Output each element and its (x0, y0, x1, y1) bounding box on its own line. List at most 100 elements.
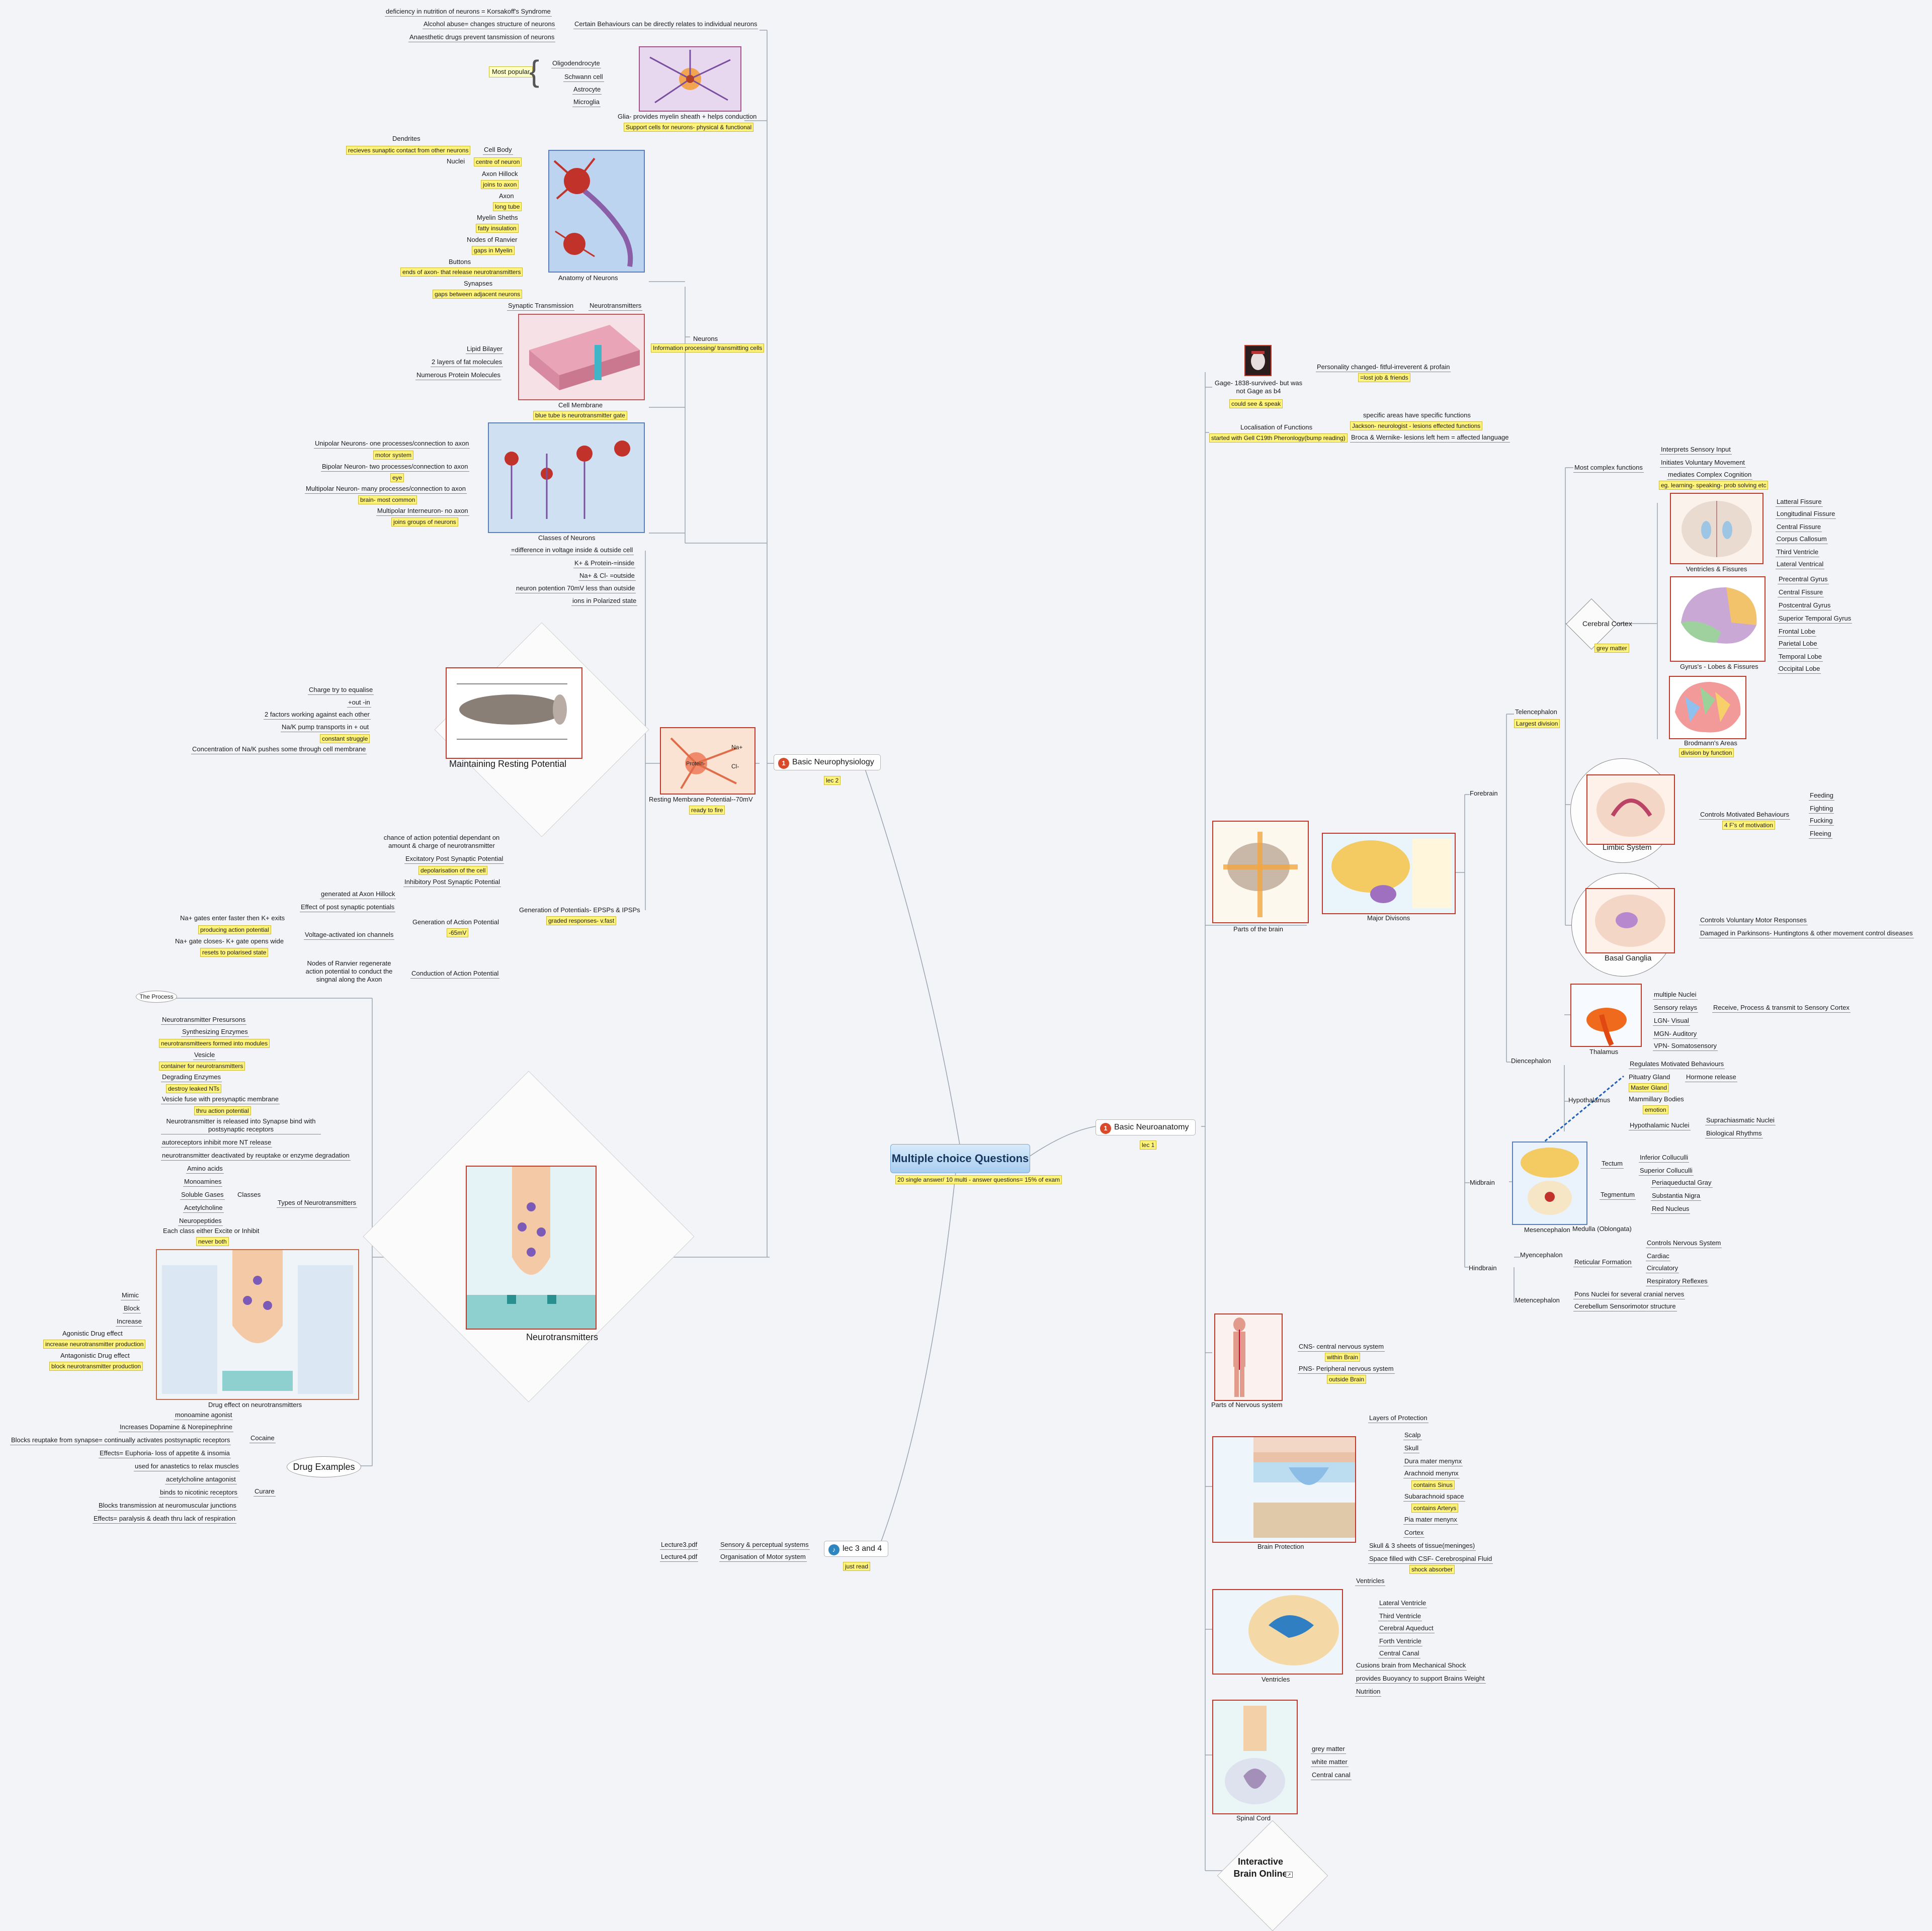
node[interactable]: monoamine agonist (174, 1411, 233, 1420)
node[interactable]: Temporal Lobe (1778, 653, 1823, 662)
node[interactable]: Medulla (Oblongata) (1572, 1225, 1632, 1233)
node[interactable]: Central Canal (1378, 1649, 1420, 1658)
node[interactable]: Circulatory (1646, 1264, 1679, 1273)
node[interactable]: used for anastetics to relax muscles (134, 1462, 240, 1471)
node[interactable]: autoreceptors inhibit more NT release (161, 1138, 273, 1148)
node[interactable]: Effects= paralysis & death thru lack of … (93, 1515, 236, 1524)
node[interactable]: Glia- provides myelin sheath + helps con… (618, 113, 757, 120)
node[interactable]: Hindbrain (1469, 1264, 1497, 1272)
node[interactable]: Damaged in Parkinsons- Huntingtons & oth… (1699, 929, 1914, 938)
node[interactable]: Dendrites (392, 135, 421, 142)
node[interactable]: Vesicle (193, 1051, 216, 1060)
node[interactable]: Mammillary Bodies (1629, 1095, 1684, 1103)
node[interactable]: Skull & 3 sheets of tissue(meninges) (1368, 1542, 1476, 1551)
node[interactable]: Neurotransmitters (589, 302, 643, 311)
node[interactable]: Certain Behaviours can be directly relat… (573, 20, 759, 29)
node[interactable]: Frontal Lobe (1778, 628, 1816, 637)
node[interactable]: LGN- Visual (1653, 1017, 1690, 1026)
node[interactable]: deficiency in nutrition of neurons = Kor… (385, 8, 552, 17)
node[interactable]: Multipolar Neuron- many processes/connec… (305, 485, 467, 494)
node[interactable]: Controls Motivated Behaviours (1699, 811, 1791, 820)
node[interactable]: Lipid Bilayer (466, 345, 503, 354)
node[interactable]: Oligodendrocyte (551, 59, 601, 68)
node[interactable]: Cortex (1403, 1529, 1425, 1538)
node[interactable]: Multipolar Interneuron- no axon (376, 507, 469, 516)
node[interactable]: PNS- Peripheral nervous system (1298, 1365, 1395, 1374)
node[interactable]: Lateral Ventrical (1776, 560, 1825, 569)
node[interactable]: Forebrain (1470, 789, 1498, 797)
node[interactable]: 2 factors working against each other (264, 711, 371, 720)
node[interactable]: Classes (237, 1191, 261, 1198)
node[interactable]: Central canal (1311, 1771, 1352, 1780)
node[interactable]: Soluble Gases (180, 1191, 225, 1200)
node[interactable]: Synaptic Transmission (507, 302, 575, 311)
node[interactable]: Regulates Motivated Behaviours (1629, 1060, 1725, 1069)
node[interactable]: multiple Nuclei (1653, 991, 1698, 1000)
attachment-link[interactable]: Lecture4.pdf (660, 1553, 699, 1562)
node[interactable]: Nuclei (447, 157, 465, 165)
node[interactable]: Numerous Protein Molecules (415, 371, 501, 380)
node[interactable]: Types of Neurotransmitters (277, 1199, 358, 1208)
process-node[interactable]: The Process (136, 991, 177, 1003)
node[interactable]: =difference in voltage inside & outside … (510, 546, 634, 555)
node[interactable]: Alcohol abuse= changes structure of neur… (423, 20, 556, 29)
node[interactable]: Telencephalon (1515, 708, 1557, 716)
node[interactable]: Axon (499, 192, 514, 200)
node[interactable]: Red Nucleus (1651, 1205, 1691, 1214)
node[interactable]: Central Fissure (1776, 523, 1822, 532)
node[interactable]: Na/K pump transports in + out (281, 723, 370, 732)
node[interactable]: Layers of Protection (1368, 1414, 1429, 1423)
node[interactable]: Unipolar Neurons- one processes/connecti… (314, 440, 470, 449)
node[interactable]: Axon Hillock (482, 170, 518, 178)
node[interactable]: Organisation of Motor system (719, 1553, 807, 1562)
node[interactable]: Controls Nervous System (1646, 1239, 1722, 1248)
node[interactable]: Space filled with CSF- Cerebrospinal Flu… (1368, 1555, 1493, 1564)
node[interactable]: Pituatry Gland (1629, 1073, 1670, 1081)
node[interactable]: Each class either Excite or Inhibit (163, 1227, 260, 1235)
node[interactable]: Sensory & perceptual systems (719, 1541, 810, 1550)
node[interactable]: Longitudinal Fissure (1776, 510, 1836, 519)
node[interactable]: Superior Temporal Gyrus (1778, 615, 1853, 624)
node[interactable]: Agonistic Drug effect (62, 1330, 123, 1337)
node[interactable]: Receive, Process & transmit to Sensory C… (1712, 1004, 1851, 1013)
relationship-arrow[interactable] (1514, 1075, 1624, 1168)
node[interactable]: Cerebellum Sensorimotor structure (1573, 1302, 1677, 1311)
node[interactable]: Central Fissure (1778, 588, 1824, 597)
node[interactable]: Neuropeptides (178, 1217, 223, 1226)
node[interactable]: acetylcholine antagonist (165, 1475, 237, 1484)
node[interactable]: white matter (1311, 1758, 1349, 1767)
node[interactable]: Nodes of Ranvier regenerate action poten… (305, 959, 393, 983)
node[interactable]: Cardiac (1646, 1252, 1670, 1261)
node[interactable]: Increase (116, 1318, 143, 1327)
node[interactable]: Broca & Wernike- lesions left hem = affe… (1350, 433, 1510, 443)
node[interactable]: Respiratory Reflexes (1646, 1277, 1709, 1286)
diamond-title[interactable]: Maintaining Resting Potential (449, 759, 567, 769)
node[interactable]: Feeding (1809, 792, 1834, 801)
node[interactable]: Blocks transmission at neuromuscular jun… (98, 1502, 237, 1511)
node[interactable]: Cell Body (483, 146, 513, 155)
node[interactable]: Corpus Callosum (1776, 535, 1828, 544)
node[interactable]: Na+ & Cl- =outside (578, 572, 636, 581)
link-icon[interactable]: ↗ (1286, 1872, 1293, 1878)
node[interactable]: Postcentral Gyrus (1778, 601, 1832, 610)
node[interactable]: Schwann cell (563, 73, 604, 82)
node[interactable]: Localisation of Functions (1240, 423, 1313, 431)
node[interactable]: binds to nicotinic receptors (159, 1488, 238, 1498)
node[interactable]: Myelin Sheths (477, 214, 518, 221)
node[interactable]: chance of action potential dependant on … (383, 834, 500, 849)
node[interactable]: Effects= Euphoria- loss of appetite & in… (99, 1449, 231, 1458)
node[interactable]: Synthesizing Enzymes (181, 1028, 249, 1037)
node[interactable]: generated at Axon Hillock (320, 890, 396, 899)
node[interactable]: Block (123, 1304, 141, 1313)
node[interactable]: Excitatory Post Synaptic Potential (404, 855, 505, 864)
node[interactable]: Myencephalon (1520, 1251, 1563, 1259)
diamond-title[interactable]: Neurotransmitters (526, 1332, 599, 1342)
node[interactable]: Reticular Formation (1573, 1258, 1633, 1267)
node[interactable]: Periaqueductal Gray (1651, 1179, 1713, 1188)
node[interactable]: Buttons (449, 258, 471, 266)
node[interactable]: CNS- central nervous system (1298, 1343, 1385, 1352)
node[interactable]: Lateral Ventricle (1378, 1599, 1427, 1608)
node[interactable]: Cocaine (249, 1434, 276, 1443)
drug-examples-node[interactable]: Drug Examples (287, 1456, 361, 1477)
